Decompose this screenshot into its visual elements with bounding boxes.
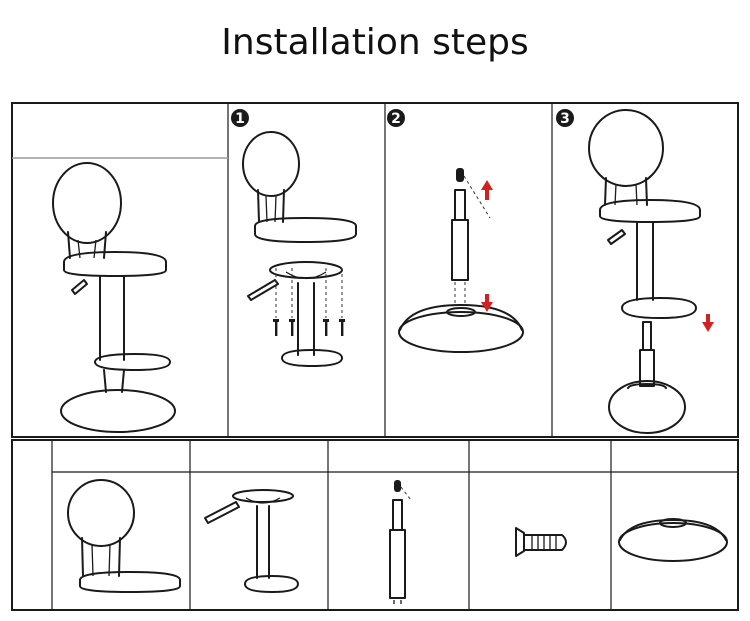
part-screw — [515, 527, 567, 557]
part-round-base — [618, 518, 728, 562]
step-1-panel: 1 — [231, 109, 357, 367]
red-down-arrow — [481, 294, 493, 312]
parts-row-frame — [11, 439, 739, 611]
step-1-number: 1 — [235, 111, 245, 127]
screw-icons — [273, 319, 345, 336]
step-1-number-badge — [231, 109, 249, 127]
assembled-stool — [52, 162, 176, 433]
step-3-number: 3 — [560, 111, 570, 127]
part-seat-plate-with-lever — [204, 489, 299, 593]
red-down-arrow — [702, 314, 714, 332]
part-seat-and-backrest — [67, 479, 181, 593]
part-gas-cylinder — [389, 480, 412, 604]
step-3-number-badge — [556, 109, 574, 127]
step-2-panel: 2 — [387, 109, 524, 353]
red-up-arrow — [481, 180, 493, 200]
step-2-number: 2 — [391, 111, 401, 127]
top-row-frame — [11, 102, 739, 438]
page-title: Installation steps — [221, 22, 529, 63]
step-2-number-badge — [387, 109, 405, 127]
step-3-panel: 3 — [556, 109, 714, 434]
